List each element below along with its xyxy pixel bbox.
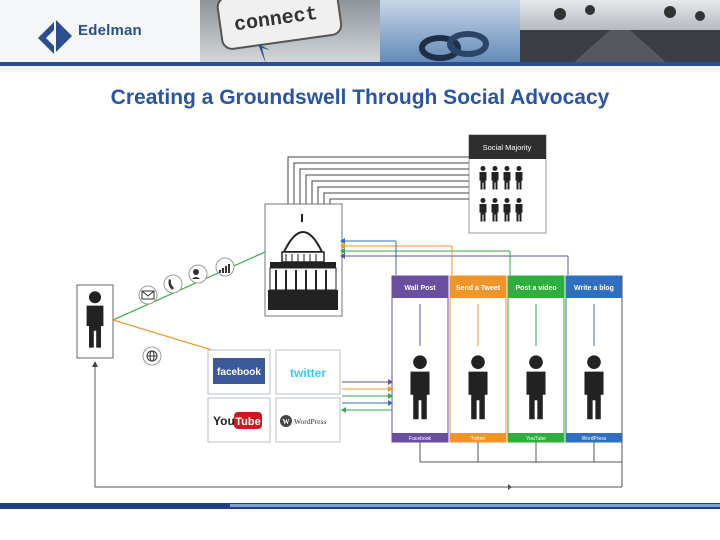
twitter-logo-text: twitter xyxy=(290,366,326,380)
youtube-logo-tube: Tube xyxy=(235,416,260,428)
facebook-logo-tile: facebook xyxy=(208,350,270,394)
action-label-write-blog: Write a blog xyxy=(574,285,614,292)
action-label-post-video: Post a video xyxy=(515,285,556,292)
platform-label-facebook: Facebook xyxy=(409,436,431,442)
youtube-logo-you: You xyxy=(213,414,235,428)
platform-label-youtube: YouTube xyxy=(526,436,546,442)
actions-to-logos-arrows xyxy=(341,379,393,413)
facebook-logo-text: facebook xyxy=(217,367,261,378)
action-column-write-blog xyxy=(566,276,622,442)
signal-bars-icon xyxy=(216,258,234,276)
speech-icon xyxy=(189,265,207,283)
action-column-wall-post xyxy=(392,276,448,442)
social-majority-label: Social Majority xyxy=(483,143,532,152)
wordpress-logo-text: WordPress xyxy=(294,417,326,426)
footer-accent xyxy=(230,504,720,507)
email-icon xyxy=(139,286,157,304)
youtube-logo-tile: You Tube xyxy=(208,398,270,442)
majority-to-capitol-arrows xyxy=(288,157,469,210)
wordpress-logo-tile: W WordPress xyxy=(276,398,340,442)
globe-icon xyxy=(143,347,161,365)
action-column-send-tweet xyxy=(450,276,506,442)
platform-label-twitter: Twitter xyxy=(471,436,486,442)
advocate-person-box xyxy=(77,285,113,358)
action-column-post-video xyxy=(508,276,564,442)
svg-text:W: W xyxy=(283,418,290,426)
platform-label-wordpress: WordPress xyxy=(582,436,607,442)
advocate-to-capitol-line xyxy=(113,252,265,320)
action-label-wall-post: Wall Post xyxy=(404,285,436,292)
twitter-logo-tile: twitter xyxy=(276,350,340,394)
social-majority-box: Social Majority xyxy=(469,135,546,233)
phone-icon xyxy=(164,275,182,293)
actions-to-capitol-arrows xyxy=(340,238,568,275)
action-label-send-tweet: Send a Tweet xyxy=(456,285,501,292)
capitol-building-image xyxy=(265,204,342,316)
